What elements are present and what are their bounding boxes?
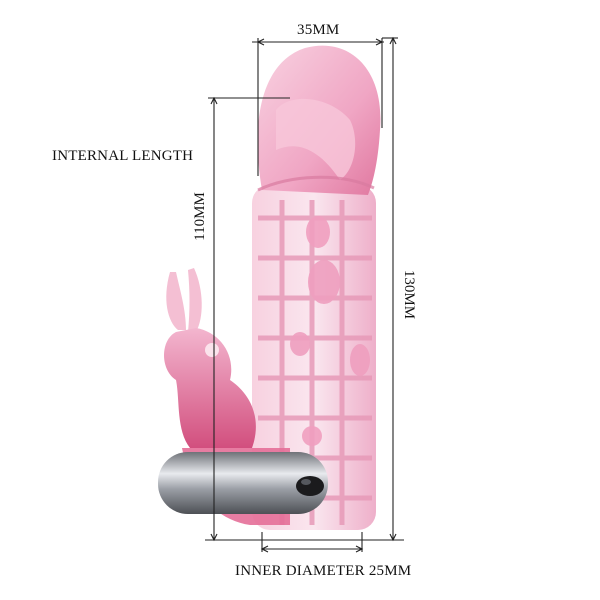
dimension-internal-length: 110MM	[191, 192, 208, 241]
internal-length-title: INTERNAL LENGTH	[52, 148, 194, 164]
dimension-lines	[205, 36, 404, 553]
raised-nubs	[290, 216, 370, 446]
inner-diameter-value: 25MM	[368, 563, 412, 579]
dimension-total-length: 130MM	[401, 269, 418, 320]
vibrating-bullet	[158, 452, 328, 514]
inner-diameter-caption: INNER DIAMETER 25MM	[235, 563, 411, 580]
inner-diameter-label: INNER DIAMETER	[235, 563, 365, 579]
dimension-top-width: 35MM	[297, 22, 340, 38]
